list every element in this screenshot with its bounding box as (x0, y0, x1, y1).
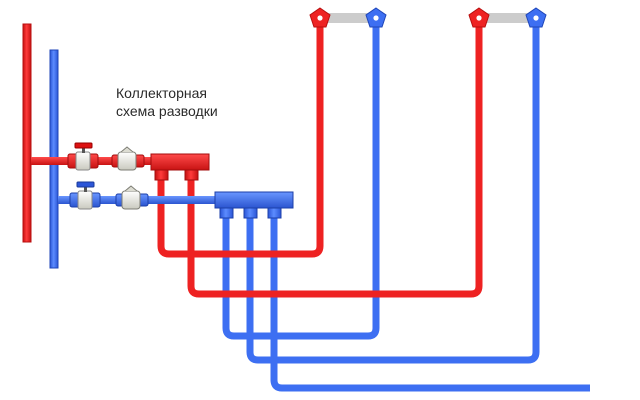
return-ball-valve (69, 181, 101, 210)
supply-ball-valve (67, 142, 99, 171)
radiator-connector-2 (480, 13, 536, 23)
supply-pipe-radiator-1 (157, 20, 324, 258)
return-pipes (222, 20, 590, 392)
supply-check-valve (111, 146, 145, 171)
caption-line-1: Коллекторная (116, 85, 207, 101)
supply-riser (22, 23, 32, 243)
return-manifold (214, 191, 294, 219)
supply-manifold (150, 153, 210, 181)
radiator-2 (468, 7, 547, 28)
valve-handle-icon (74, 142, 93, 149)
radiator-connector-1 (320, 13, 376, 23)
return-pipe-radiator-2 (246, 20, 540, 364)
return-check-valve (115, 185, 149, 210)
caption-line-2: схема разводки (116, 103, 218, 119)
return-outlet-pipe (270, 212, 590, 392)
diagram-caption: Коллекторная схема разводки (116, 84, 218, 120)
supply-pipe-radiator-2 (187, 20, 483, 298)
supply-pipes (157, 20, 483, 298)
return-pipe-radiator-1 (222, 20, 380, 340)
radiator-1 (309, 7, 387, 28)
valve-handle-icon (76, 181, 95, 188)
